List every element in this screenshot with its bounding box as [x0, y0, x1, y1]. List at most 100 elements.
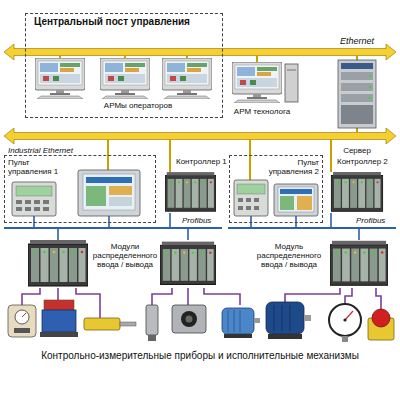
pressure-gauge [343, 318, 346, 321]
electric-motor [240, 310, 241, 332]
keypad-panel [43, 200, 49, 204]
keypad-panel [43, 207, 49, 211]
emergency-button [368, 309, 394, 340]
hydraulic-cylinder [84, 318, 120, 330]
keypad-panel [34, 207, 40, 211]
profibus-drops [57, 228, 59, 240]
touch-panel [78, 170, 140, 216]
server-rack [341, 63, 373, 69]
ethernet-drops [330, 140, 332, 173]
keypad-panel [246, 198, 251, 202]
profibus-drops [108, 216, 110, 228]
keypad-panel [254, 206, 259, 210]
workstation-label: АРМ технолога [222, 107, 302, 116]
handheld-instrument [22, 313, 26, 317]
handheld-instrument [8, 305, 36, 337]
keypad-panel [16, 186, 52, 196]
touch-panel [297, 196, 312, 210]
hydraulic-pump [42, 310, 76, 332]
keypad-panel [25, 207, 31, 211]
pc-tower [285, 64, 298, 102]
server-rack [338, 60, 376, 128]
electric-motor [266, 302, 311, 339]
touch-panel [274, 184, 318, 216]
profibus-drops [330, 213, 332, 228]
drive-unit [186, 316, 193, 323]
touch-panel [280, 196, 294, 210]
drive-unit [172, 305, 206, 333]
handheld-instrument [15, 310, 29, 324]
keypad-panel [234, 180, 268, 216]
drive-unit [181, 311, 197, 327]
ethernet-drops [249, 140, 251, 181]
profibus-line [4, 227, 222, 229]
ethernet-drops [124, 56, 126, 59]
profibus-drops [34, 213, 359, 240]
field-wires [204, 288, 240, 305]
handheld-instrument [14, 328, 30, 333]
hydraulic-pump [44, 300, 74, 310]
electric-motor [281, 305, 282, 331]
server-label: Сервер [330, 146, 384, 155]
bus-name: Profibus [182, 216, 222, 225]
hydraulic-cylinder [84, 318, 136, 330]
touch-panel [274, 184, 318, 216]
electric-motor [222, 308, 260, 338]
ethernet-drops [186, 56, 188, 59]
keypad-panel [34, 200, 40, 204]
server-rack [341, 94, 373, 102]
touch-panel [86, 177, 132, 183]
bus-name: Industrial Ethernet [8, 146, 98, 155]
electric-motor [228, 310, 229, 332]
electric-motor [254, 318, 260, 323]
profibus-line [4, 227, 396, 229]
keypad-panel [16, 207, 22, 211]
keypad-panel [234, 180, 268, 216]
pressure-gauge [345, 311, 353, 320]
ethernet-drops [256, 56, 258, 63]
bus-name: Ethernet [340, 36, 396, 46]
field-wires [285, 288, 340, 302]
ethernet-drops [59, 56, 61, 59]
industrial-ethernet-bus [4, 128, 396, 144]
sensor [146, 305, 158, 341]
hydraulic-pump [40, 332, 78, 337]
electric-motor [266, 302, 304, 334]
operator-workstation [35, 58, 85, 99]
server-rack [341, 72, 373, 80]
operator-workstation [100, 58, 150, 99]
field-wires [345, 288, 352, 304]
electric-motor [222, 308, 254, 334]
electric-motor [234, 310, 235, 332]
controller-rack [331, 172, 382, 211]
bus-name: Profibus [356, 216, 396, 225]
electric-motor [224, 334, 252, 338]
profibus-drops [169, 213, 171, 228]
group-heading: Пульт управления 1 [8, 158, 72, 176]
workstation-label: АРМы операторов [86, 101, 190, 110]
io-module-rack [28, 240, 88, 286]
ethernet-drops [356, 56, 358, 61]
ethernet-bus [4, 44, 396, 60]
keypad-panel [12, 182, 56, 216]
profibus-drops [33, 216, 35, 228]
field-wires [76, 288, 100, 318]
electric-motor [268, 334, 302, 339]
pressure-gauge [329, 304, 361, 336]
handheld-instrument [8, 305, 36, 337]
server-rack [369, 75, 371, 77]
touch-panel [83, 174, 135, 210]
keypad-panel [237, 184, 265, 194]
figure-caption: Контрольно-измерительные приборы и испол… [6, 350, 394, 362]
profibus-drops [187, 228, 189, 240]
keypad-panel [238, 198, 243, 202]
profibus-drops [250, 216, 252, 228]
profibus-drops [295, 216, 297, 228]
controller-label: Контроллер 2 [337, 157, 397, 166]
io-module-rack [160, 242, 216, 285]
sensor [146, 305, 158, 335]
pc-tower [287, 70, 296, 71]
pressure-gauge [342, 336, 348, 342]
